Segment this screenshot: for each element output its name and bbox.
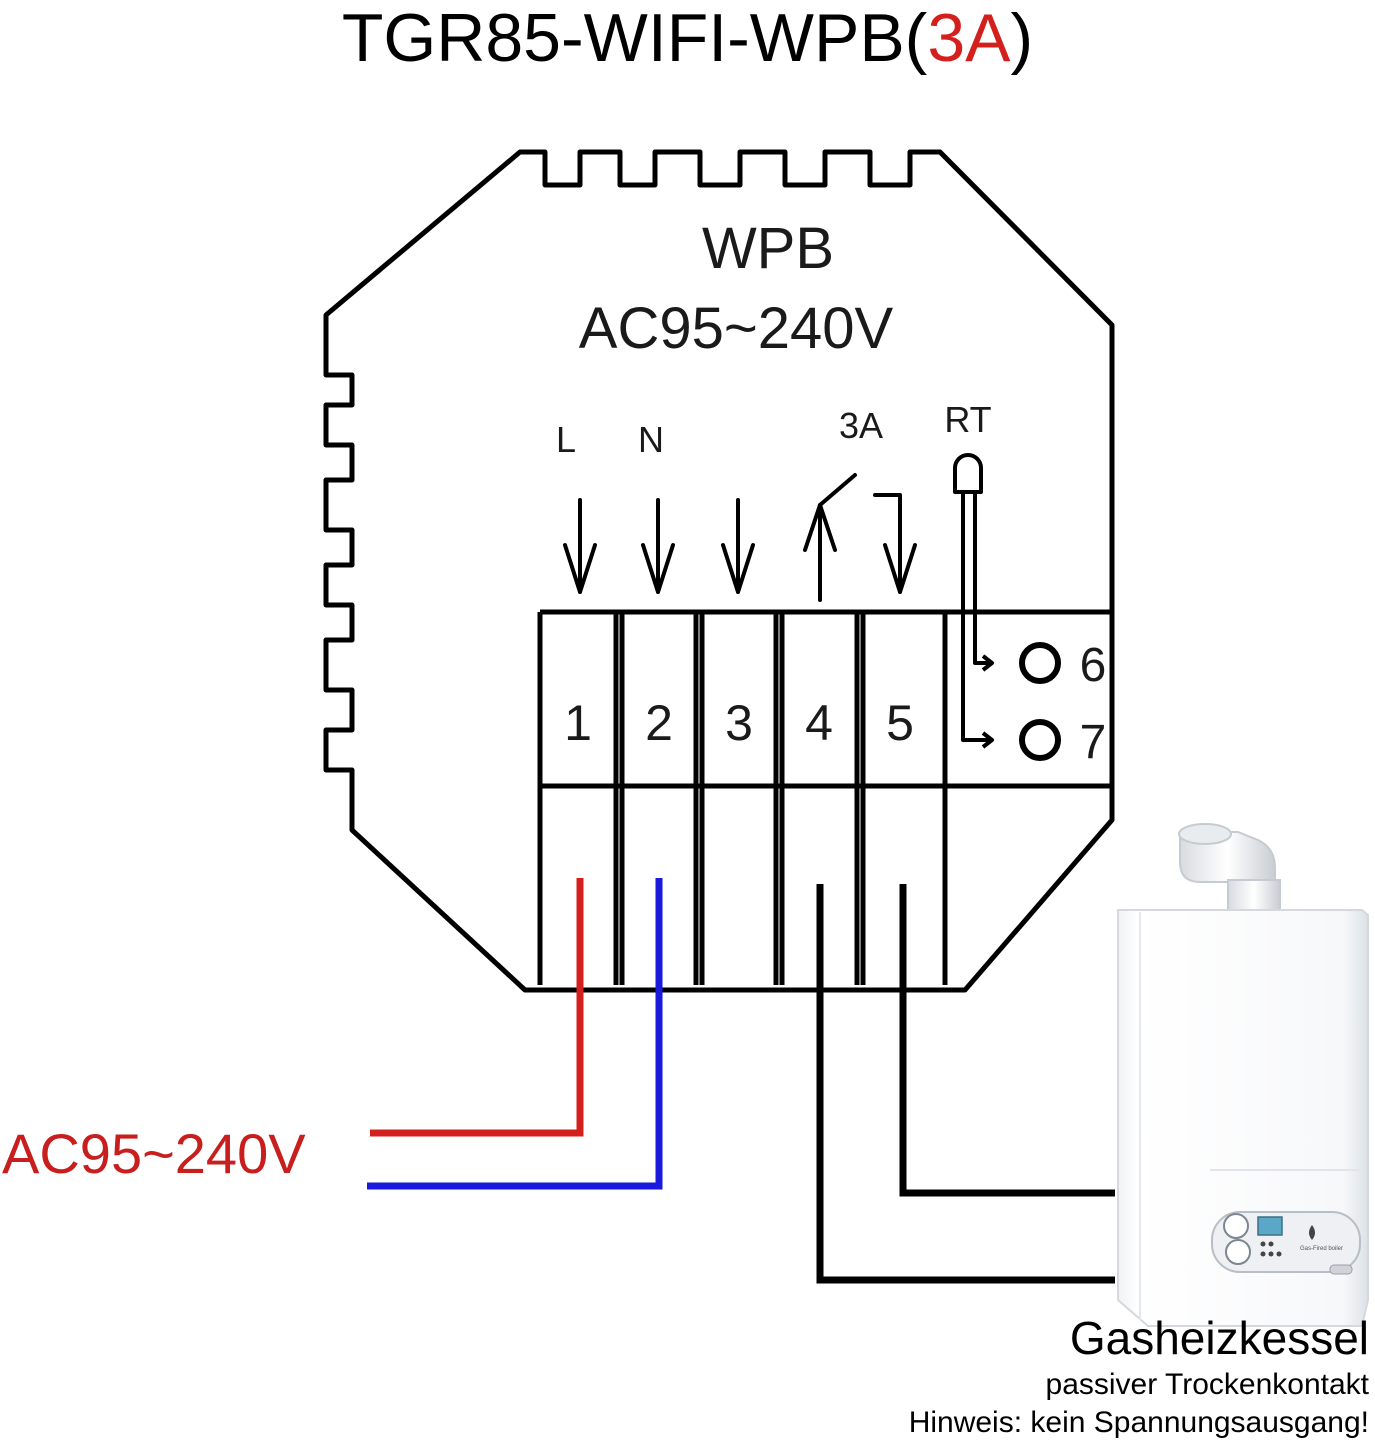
label-rt: RT (944, 399, 991, 440)
page-title: TGR85-WIFI-WPB(3A) (0, 0, 1375, 76)
arrows (563, 473, 917, 602)
title-model: TGR85-WIFI-WPB( (341, 0, 928, 76)
title-rating: 3A (927, 0, 1011, 76)
boiler-caption: Gasheizkessel passiver Trockenkontakt Hi… (909, 1310, 1369, 1442)
title-close: ) (1010, 0, 1034, 76)
wire-boiler-contact-5 (899, 884, 1115, 1197)
terminal-2: 2 (645, 695, 673, 751)
wire-boiler-contact-4 (816, 884, 1115, 1284)
boiler-note-1: passiver Trockenkontakt (1045, 1368, 1369, 1401)
label-n: N (638, 419, 664, 460)
thermostat-housing (323, 149, 1115, 993)
terminal-3: 3 (725, 695, 753, 751)
boiler-panel-logo: Gas-Fired boiler (1300, 1246, 1343, 1252)
wire-live (370, 878, 584, 1137)
terminal-1: 1 (564, 695, 592, 751)
terminal-4: 4 (805, 695, 833, 751)
terminal-numbers: 1 2 3 4 5 (564, 695, 914, 751)
relay-switch-icon (803, 473, 917, 602)
arrow-down-3 (721, 498, 755, 594)
terminal-6: 6 (1080, 639, 1107, 692)
device-voltage: AC95~240V (579, 296, 894, 361)
rt-sensor-icon (953, 453, 994, 749)
terminal-6-screw (1019, 642, 1061, 684)
terminal-block (537, 609, 1112, 985)
power-supply-label: AC95~240V (2, 1122, 306, 1185)
arrow-down-n (641, 498, 675, 594)
terminal-5: 5 (886, 695, 914, 751)
device-name: WPB (702, 216, 834, 281)
boiler-note-2: Hinweis: kein Spannungsausgang! (908, 1406, 1369, 1439)
label-l: L (556, 419, 576, 460)
terminal-7-screw (1019, 719, 1061, 761)
boiler-title: Gasheizkessel (1069, 1312, 1369, 1364)
sensor-terminals: 6 7 (1019, 639, 1107, 769)
gas-boiler-image: Gas-Fired boiler (1117, 823, 1369, 1327)
wire-neutral (367, 878, 663, 1190)
label-relay: 3A (839, 405, 883, 446)
arrow-down-l (563, 498, 597, 594)
terminal-7: 7 (1080, 716, 1107, 769)
